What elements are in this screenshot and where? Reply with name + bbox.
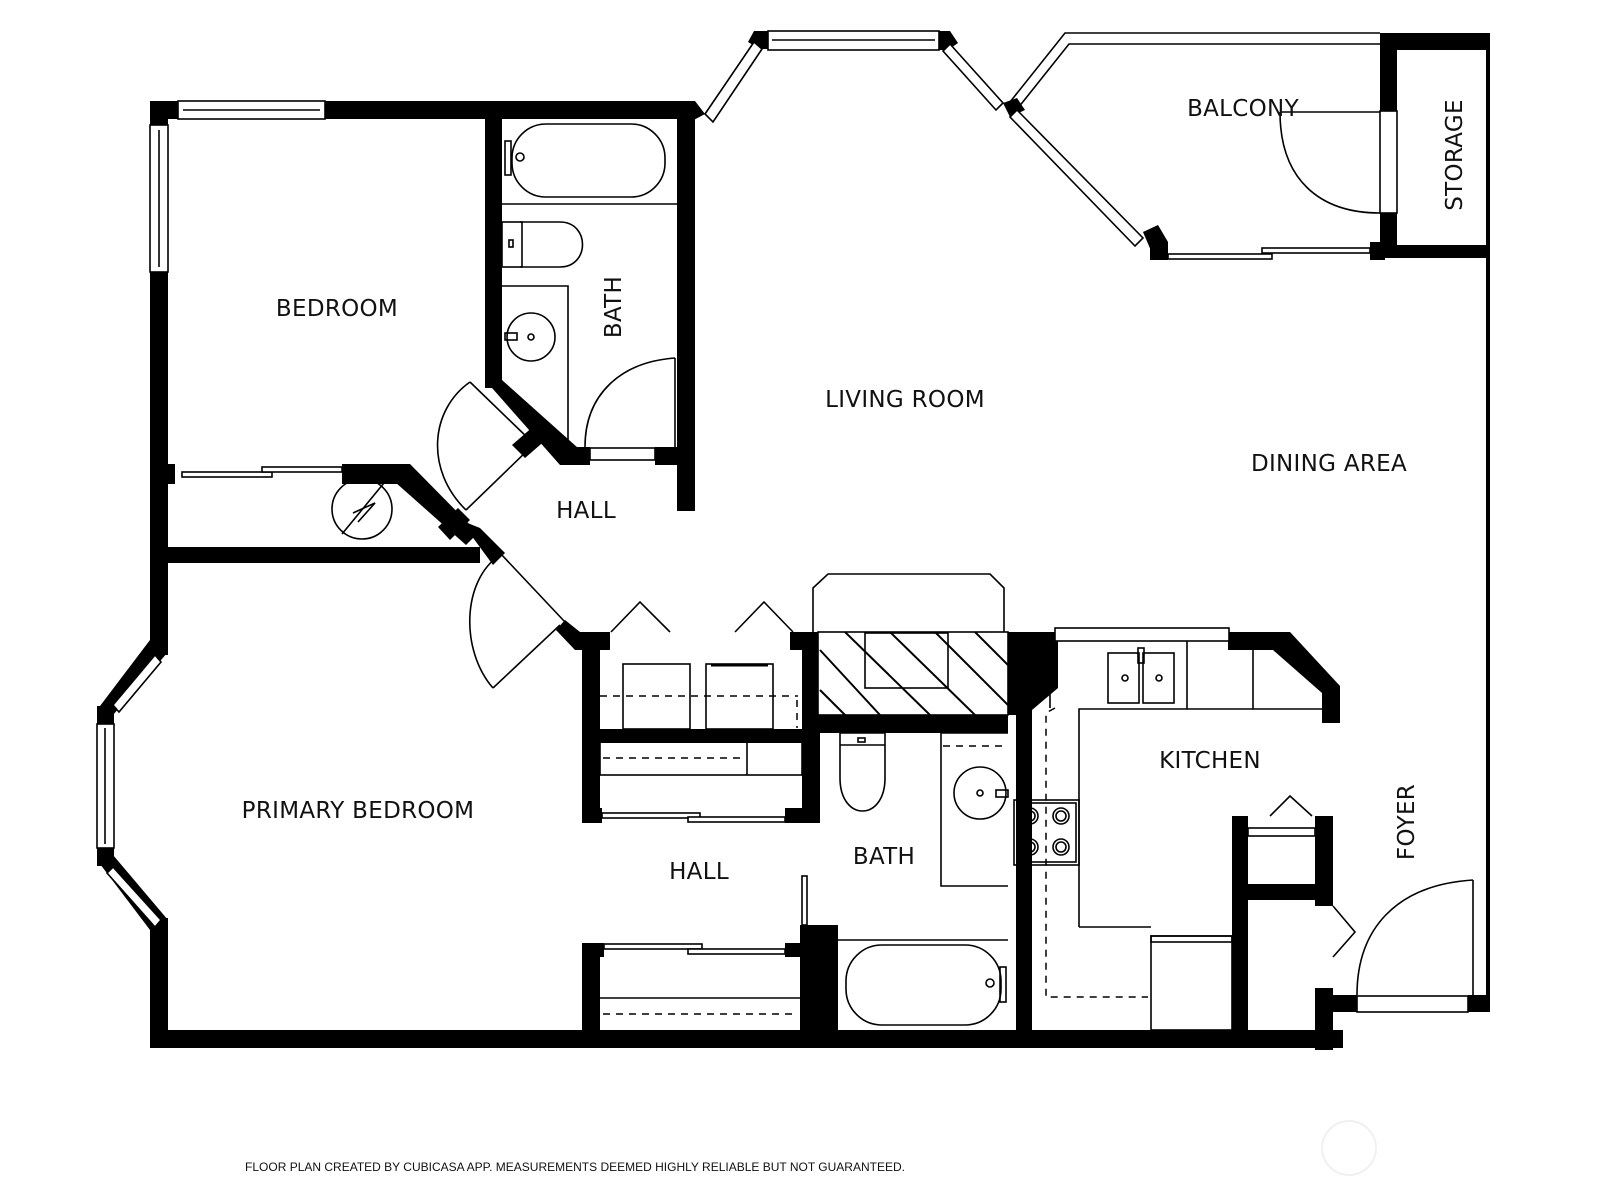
room-label-primary-bedroom: PRIMARY BEDROOM [241,798,475,824]
room-label-storage: STORAGE [1442,99,1468,211]
walls [97,31,1490,1050]
windows [96,30,1380,929]
room-label-balcony: BALCONY [1187,96,1299,122]
room-label-hall-1: HALL [556,498,616,524]
room-label-living-room: LIVING ROOM [825,387,985,413]
room-label-kitchen: KITCHEN [1159,748,1261,774]
room-label-bath-2: BATH [852,844,916,870]
room-label-hall-2: HALL [669,859,729,885]
room-label-bedroom: BEDROOM [275,296,399,322]
room-label-dining-area: DINING AREA [1250,451,1408,477]
fixtures [331,123,1322,1031]
footer-disclaimer: FLOOR PLAN CREATED BY CUBICASA APP. MEAS… [245,1160,905,1174]
doors [181,110,1474,1013]
room-label-foyer: FOYER [1394,783,1420,861]
watermark-logo-icon [1321,1120,1377,1176]
room-label-bath-1: BATH [601,275,627,339]
